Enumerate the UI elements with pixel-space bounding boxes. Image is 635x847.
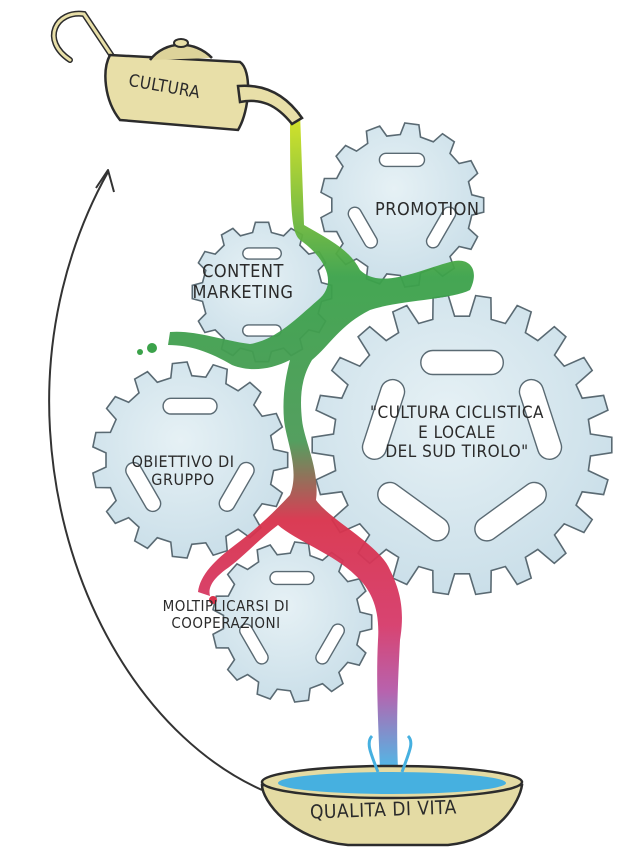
gear-slot [162,397,218,415]
moltiplicarsi-line: COOPERAZIONI [171,614,281,633]
gear-slot [518,378,563,460]
moltiplicarsi-label: MOLTIPLICARSI DI COOPERAZIONI [146,597,306,633]
gear-slot [377,481,450,542]
arrow-head-icon [95,169,115,193]
gear-slot [425,206,457,249]
paint-drop [209,596,217,604]
moltiplicarsi-line: MOLTIPLICARSI DI [162,597,290,615]
gear-slot [347,206,379,249]
gear-slot [420,349,504,376]
promotion-label: PROMOTION [375,199,480,220]
content-marketing-line: CONTENT [202,261,284,282]
curved-arrow-icon [48,171,263,791]
gear-slot [361,378,406,460]
oil-can-icon [50,10,304,132]
gear-slot [378,152,426,168]
cultura-ciclistica-label: "CULTURA CICLISTICA E LOCALE DEL SUD TIR… [352,403,562,463]
content-marketing-line: MARKETING [192,281,294,303]
paint-stream [168,112,474,770]
gear-slot [218,461,255,512]
paint-drop [147,343,157,353]
gear-slot [269,570,315,586]
cultura-ciclistica-line: "CULTURA CICLISTICA [370,403,544,423]
cultura-ciclistica-line: DEL SUD TIROLO" [385,442,529,463]
gear-slot [315,623,346,665]
gear-slot [125,461,162,513]
content-marketing-label: CONTENT MARKETING [183,261,303,303]
gear-moltiplicarsi [212,541,373,703]
obiettivo-label: OBIETTIVO DI GRUPPO [118,452,248,490]
obiettivo-line: GRUPPO [151,470,215,490]
gear-slot [241,324,282,337]
bowl-icon [260,734,524,847]
gear-slot [238,623,269,665]
gear-slot [242,247,283,260]
paint-drop [137,349,143,355]
obiettivo-line: OBIETTIVO DI [131,452,235,471]
cultura-ciclistica-line: E LOCALE [418,422,496,443]
gear-slot [474,481,547,542]
water [278,772,506,794]
gear-cultura-ciclistica [311,294,613,596]
